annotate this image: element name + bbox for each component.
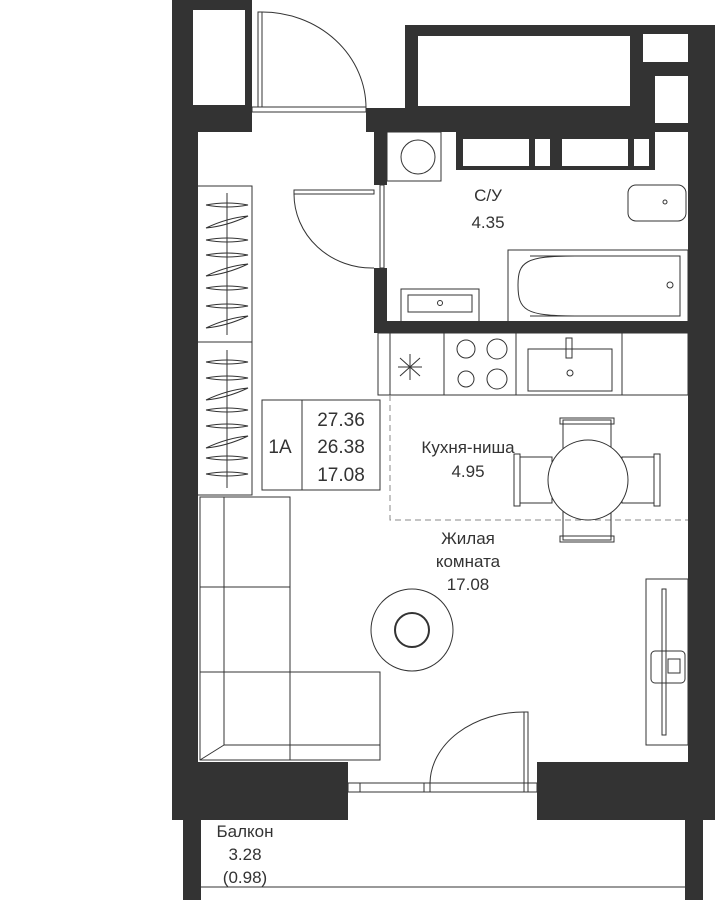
living-area: 17.08 — [317, 465, 365, 486]
hanger-icon — [205, 375, 249, 381]
entrance-door — [251, 11, 367, 113]
living-room-area: 17.08 — [447, 575, 490, 594]
sofa-icon — [199, 496, 381, 761]
washing-machine-icon — [400, 139, 436, 175]
living-room-name-line2: комната — [436, 552, 501, 571]
balcony-area: 3.28 — [228, 845, 261, 864]
unit-name: 1A — [268, 437, 292, 458]
bathroom-door — [293, 184, 385, 269]
hanger-icon — [205, 215, 249, 229]
bathroom-name: С/У — [474, 186, 502, 205]
bath-sink-icon — [400, 288, 480, 323]
hanger-icon — [205, 435, 249, 449]
balcony-reduced-area: (0.98) — [223, 868, 267, 887]
hanger-icon — [205, 263, 249, 277]
hanger-icon — [205, 315, 249, 329]
stove-icon — [456, 338, 508, 390]
living-room-name-line1: Жилая — [441, 529, 495, 548]
bathtub-icon — [507, 249, 689, 323]
hanger-icon — [205, 359, 249, 365]
hanger-icon — [205, 252, 249, 258]
total-area: 27.36 — [317, 410, 365, 431]
wardrobe — [196, 185, 253, 496]
tv-unit-icon — [645, 578, 689, 746]
kitchen-sink-icon — [527, 337, 613, 392]
bathroom-area: 4.35 — [471, 213, 504, 232]
kitchen-area: 4.95 — [451, 462, 484, 481]
hanger-icon — [205, 471, 249, 477]
bathroom-fixtures — [386, 131, 689, 323]
dining-table-icon — [513, 417, 661, 543]
hanger-icon — [205, 202, 249, 208]
hanger-icon — [205, 423, 249, 429]
balcony-door — [347, 711, 538, 793]
hanger-icon — [205, 237, 249, 243]
area-without-balcony: 26.38 — [317, 437, 365, 458]
toilet-icon — [627, 184, 687, 222]
unit-label-box: 1A 27.36 26.38 17.08 — [261, 399, 381, 491]
hanger-icon — [205, 387, 249, 401]
hanger-icon — [205, 455, 249, 461]
walls — [172, 0, 715, 900]
kitchen-counter — [377, 332, 689, 396]
hanger-icon — [205, 303, 249, 309]
kitchen-name: Кухня-ниша — [421, 438, 515, 457]
hanger-icon — [205, 407, 249, 413]
balcony-name: Балкон — [216, 822, 273, 841]
fridge-icon — [398, 354, 422, 380]
hanger-icon — [205, 285, 249, 291]
rug-icon — [370, 588, 454, 672]
